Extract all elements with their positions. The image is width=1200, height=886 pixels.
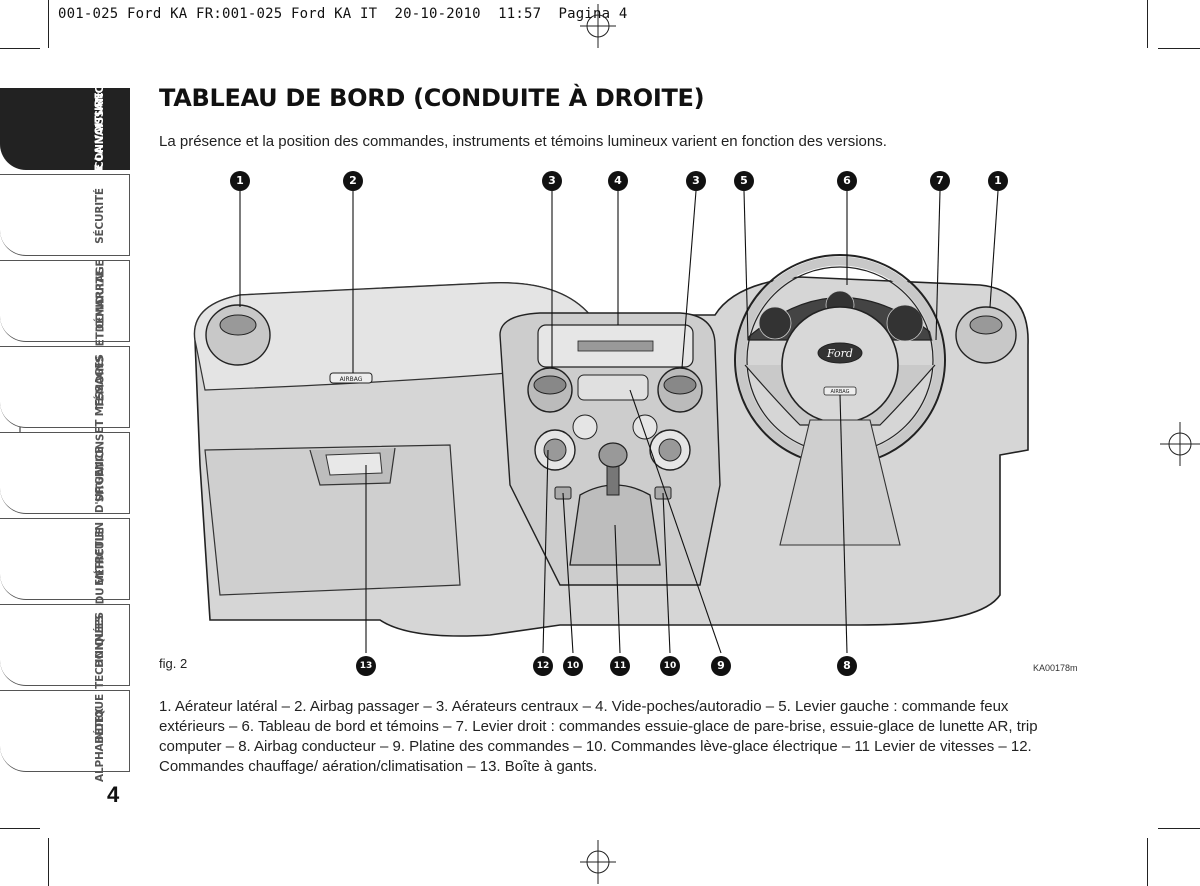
page-title: TABLEAU DE BORD (CONDUITE À DROITE) — [159, 84, 705, 112]
figure-label: fig. 2 — [159, 656, 188, 671]
airbag-passenger-label: AIRBAG — [340, 376, 363, 383]
registration-mark — [580, 4, 616, 48]
crop-mark — [48, 838, 49, 886]
registration-mark — [580, 840, 616, 884]
tab-label: DE LA VOITURE — [94, 92, 107, 180]
callout-5: 5 — [734, 171, 754, 191]
crop-mark — [1147, 838, 1148, 886]
callout-12: 12 — [533, 656, 553, 676]
callout-1-left: 1 — [230, 171, 250, 191]
tab-label: ALPHABÉTIQUE — [94, 694, 106, 782]
figure-code: KA00178m — [1033, 663, 1078, 673]
callout-3-right: 3 — [686, 171, 706, 191]
registration-mark — [1160, 422, 1200, 466]
crop-mark — [1147, 0, 1148, 48]
callout-7: 7 — [930, 171, 950, 191]
tab-label: SÉCURITÉ — [94, 188, 107, 244]
callout-11: 11 — [610, 656, 630, 676]
callout-3-left: 3 — [542, 171, 562, 191]
tab-label: DU VÉHICULE — [94, 527, 107, 605]
callout-13: 13 — [356, 656, 376, 676]
print-header: 001-025 Ford KA FR:001-025 Ford KA IT 20… — [58, 6, 628, 22]
crop-mark — [0, 48, 40, 49]
intro-text: La présence et la position des commandes… — [159, 133, 887, 150]
callout-10-right: 10 — [660, 656, 680, 676]
crop-mark — [1158, 828, 1200, 829]
callout-9: 9 — [711, 656, 731, 676]
callout-1-right: 1 — [988, 171, 1008, 191]
callout-10-left: 10 — [563, 656, 583, 676]
crop-mark — [48, 0, 49, 48]
airbag-driver-label: AIRBAG — [830, 389, 849, 395]
tab-securite[interactable]: SÉCURITÉ — [0, 174, 130, 256]
crop-mark — [0, 828, 40, 829]
tab-label: ET CONDUITE — [94, 269, 107, 347]
tab-label: D'URGENCE — [94, 446, 107, 514]
callout-4: 4 — [608, 171, 628, 191]
dashboard-illustration: AIRBAG Ford AIRBAG — [193, 190, 1029, 654]
page-number: 4 — [107, 782, 120, 807]
tab-label: TECHNIQUES — [94, 615, 106, 689]
callout-6: 6 — [837, 171, 857, 191]
ford-logo-text: Ford — [826, 347, 853, 360]
tab-label: ET MESSAGES — [94, 354, 107, 434]
figure-caption: 1. Aérateur latéral – 2. Airbag passager… — [159, 698, 1038, 775]
callout-2: 2 — [343, 171, 363, 191]
callout-8: 8 — [837, 656, 857, 676]
crop-mark — [1158, 48, 1200, 49]
